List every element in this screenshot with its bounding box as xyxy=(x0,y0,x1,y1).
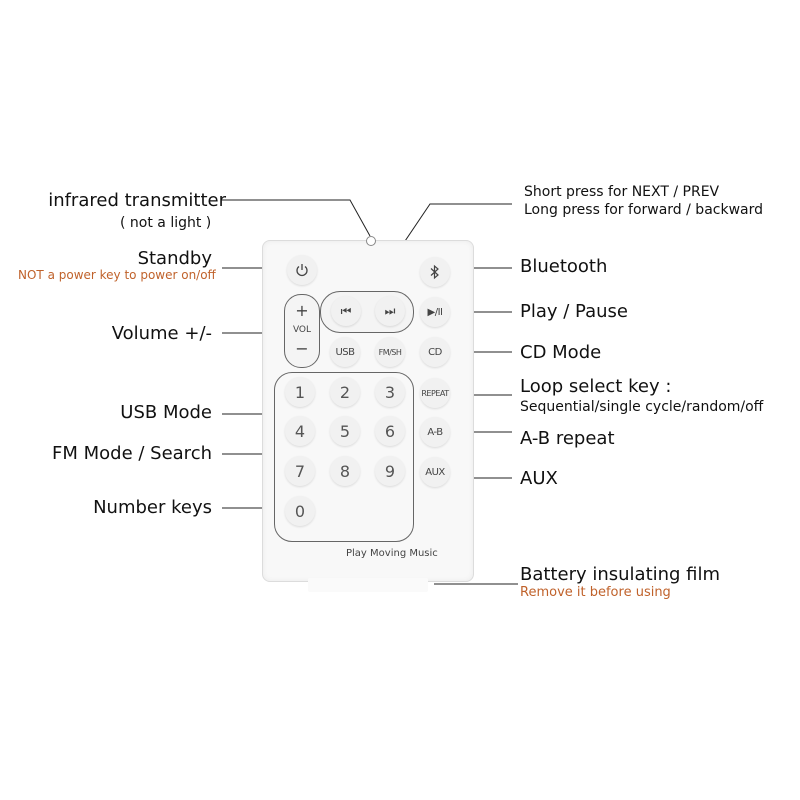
number-key-4[interactable]: 4 xyxy=(285,416,315,446)
brand-text: Play Moving Music xyxy=(346,548,438,559)
number-key-6[interactable]: 6 xyxy=(375,416,405,446)
number-key-3[interactable]: 3 xyxy=(375,377,405,407)
standby-note: NOT a power key to power on/off xyxy=(18,268,216,282)
number-key-2[interactable]: 2 xyxy=(330,377,360,407)
battery-label: Battery insulating film xyxy=(520,564,721,585)
number-keys-label: Number keys xyxy=(93,497,212,518)
number-key-9[interactable]: 9 xyxy=(375,456,405,486)
volume-label: Volume +/- xyxy=(111,323,212,344)
usb-mode-label: USB Mode xyxy=(120,402,212,423)
skip-short-label: Short press for NEXT / PREV xyxy=(524,184,720,200)
bluetooth-icon xyxy=(430,264,439,280)
cd-button[interactable]: CD xyxy=(420,337,450,367)
ir-sub-label: ( not a light ) xyxy=(120,215,212,231)
fm-mode-label: FM Mode / Search xyxy=(52,443,212,464)
fm-search-button[interactable]: FM/SH xyxy=(375,337,405,367)
ir-transmitter xyxy=(366,236,376,246)
ab-repeat-label: A-B repeat xyxy=(520,428,615,449)
number-key-8[interactable]: 8 xyxy=(330,456,360,486)
ir-label: infrared transmitter xyxy=(48,190,226,211)
skip-long-label: Long press for forward / backward xyxy=(524,202,764,218)
usb-button[interactable]: USB xyxy=(330,337,360,367)
loop-select-label: Loop select key : xyxy=(520,376,672,397)
cd-mode-label: CD Mode xyxy=(520,342,602,363)
battery-film[interactable] xyxy=(308,578,428,592)
power-icon xyxy=(296,264,308,277)
number-key-7[interactable]: 7 xyxy=(285,456,315,486)
loop-select-sub: Sequential/single cycle/random/off xyxy=(520,399,764,415)
bluetooth-label: Bluetooth xyxy=(520,256,608,277)
play-pause-label: Play / Pause xyxy=(520,301,628,322)
standby-button[interactable] xyxy=(287,255,317,285)
ab-repeat-button[interactable]: A-B xyxy=(420,417,450,447)
aux-button[interactable]: AUX xyxy=(420,457,450,487)
volume-label-text: VOL xyxy=(292,325,312,335)
repeat-button[interactable]: REPEAT xyxy=(420,378,450,408)
aux-label: AUX xyxy=(520,468,558,489)
number-pad xyxy=(274,372,414,542)
volume-down-button[interactable]: − xyxy=(295,339,309,358)
volume-rocker[interactable]: + VOL − xyxy=(284,294,320,368)
ir-leader xyxy=(222,199,371,237)
battery-note: Remove it before using xyxy=(520,585,671,600)
prev-button[interactable]: ⏮ xyxy=(331,296,361,326)
number-key-5[interactable]: 5 xyxy=(330,416,360,446)
number-key-0[interactable]: 0 xyxy=(285,496,315,526)
play-pause-button[interactable]: ▶/II xyxy=(420,297,450,327)
number-key-1[interactable]: 1 xyxy=(285,377,315,407)
standby-label: Standby xyxy=(137,248,212,269)
volume-up-button[interactable]: + xyxy=(295,301,309,320)
next-button[interactable]: ⏭ xyxy=(375,296,405,326)
bluetooth-button[interactable] xyxy=(420,257,450,287)
